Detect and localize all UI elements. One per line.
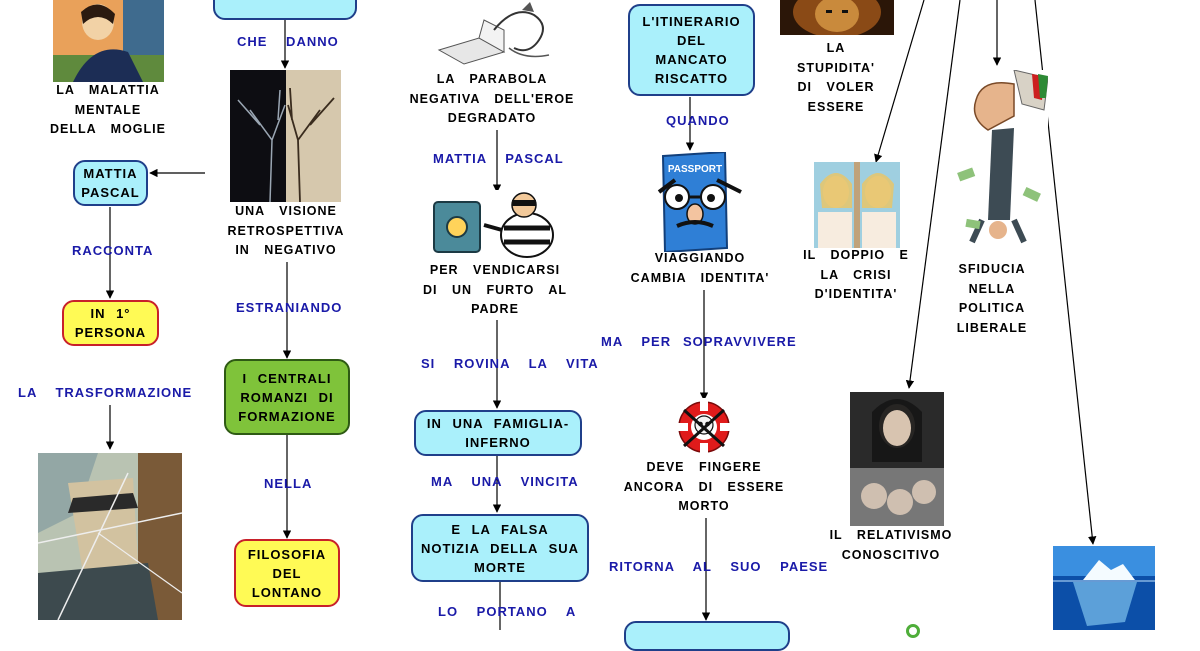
hand-money-image bbox=[952, 70, 1048, 248]
link-sopravvivere: SOPRAVVIVERE bbox=[683, 334, 797, 349]
link-quando: QUANDO bbox=[666, 113, 730, 128]
node-centrali-romanzi[interactable]: I CENTRALI ROMANZI DI FORMAZIONE bbox=[224, 359, 350, 435]
caption-parabola: LA PARABOLA NEGATIVA DELL'EROE DEGRADATO bbox=[409, 72, 575, 125]
node-itinerario[interactable]: L'ITINERARIO DEL MANCATO RISCATTO bbox=[628, 4, 755, 96]
link-ritorna: RITORNA AL SUO PAESE bbox=[609, 559, 829, 574]
cubist-portrait-image bbox=[38, 453, 182, 620]
node-in-1-persona[interactable]: IN 1° PERSONA bbox=[62, 300, 159, 346]
link-racconta: RACCONTA bbox=[72, 243, 154, 258]
caption-fingere: DEVE FINGERE ANCORA DI ESSERE MORTO bbox=[623, 460, 785, 513]
node-mattia-pascal[interactable]: MATTIA PASCAL bbox=[73, 160, 148, 206]
link-ma-per: MA PER bbox=[601, 334, 672, 349]
passport-image: PASSPORT bbox=[655, 152, 745, 252]
woman-reflection-image bbox=[850, 392, 944, 526]
link-ma-una-vincita: MA UNA VINCITA bbox=[431, 474, 579, 489]
node-top-partial[interactable] bbox=[213, 0, 357, 20]
woman-painting-image bbox=[53, 0, 164, 82]
link-estraniando: ESTRANIANDO bbox=[236, 300, 343, 315]
caption-visione: UNA VISIONE RETROSPETTIVA IN NEGATIVO bbox=[227, 204, 345, 257]
skull-lifebuoy-image bbox=[672, 398, 736, 456]
caption-malattia: LA MALATTIA MENTALE DELLA MOGLIE bbox=[50, 83, 166, 136]
caption-sfiducia: SFIDUCIA NELLA POLITICA LIBERALE bbox=[956, 262, 1028, 335]
link-lo-portano: LO PORTANO A bbox=[438, 604, 577, 619]
iceberg-image bbox=[1053, 546, 1155, 630]
link-che-danno: CHE DANNO bbox=[237, 34, 339, 49]
tree-split-image bbox=[230, 70, 341, 202]
green-decoration-partial bbox=[906, 624, 920, 638]
node-bottom-partial[interactable] bbox=[624, 621, 790, 651]
link-mattia-pascal: MATTIA PASCAL bbox=[433, 151, 564, 166]
twin-women-image bbox=[814, 162, 900, 248]
link-nella: NELLA bbox=[264, 476, 313, 491]
passport-text: PASSPORT bbox=[668, 164, 722, 175]
caption-relativismo: IL RELATIVISMO CONOSCITIVO bbox=[829, 528, 953, 562]
caption-viaggiando: VIAGGIANDO CAMBIA IDENTITA' bbox=[630, 251, 770, 285]
node-falsa-notizia[interactable]: E LA FALSA NOTIZIA DELLA SUA MORTE bbox=[411, 514, 589, 582]
node-filosofia-lontano[interactable]: FILOSOFIA DEL LONTANO bbox=[234, 539, 340, 607]
link-si-rovina: SI ROVINA LA VITA bbox=[421, 356, 599, 371]
lion-image bbox=[780, 0, 894, 35]
node-famiglia-inferno[interactable]: IN UNA FAMIGLIA-INFERNO bbox=[414, 410, 582, 456]
caption-vendicarsi: PER VENDICARSI DI UN FURTO AL PADRE bbox=[423, 263, 567, 316]
caption-doppio: IL DOPPIO E LA CRISI D'IDENTITA' bbox=[803, 248, 909, 301]
link-la-trasformazione: LA TRASFORMAZIONE bbox=[18, 385, 193, 400]
dragon-book-image bbox=[434, 0, 554, 66]
thief-safe-image bbox=[432, 190, 566, 260]
caption-stupidita: LA STUPIDITA' DI VOLER ESSERE bbox=[796, 41, 876, 114]
